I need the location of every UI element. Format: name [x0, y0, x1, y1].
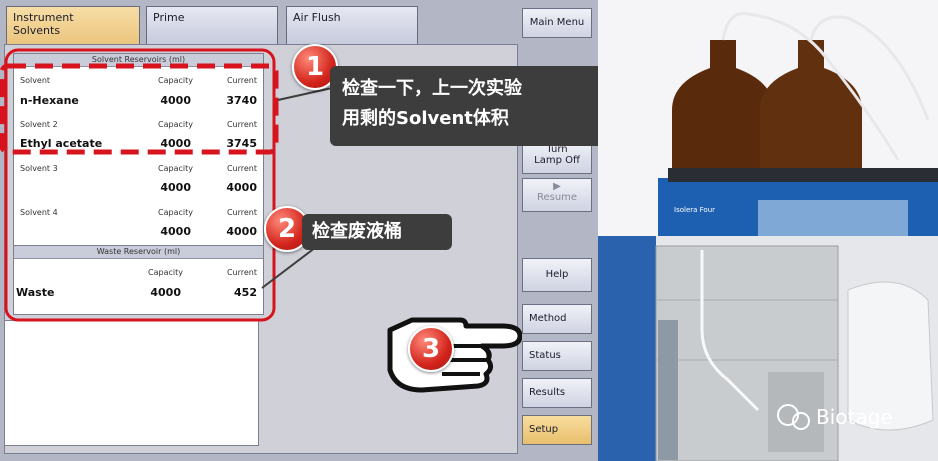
solvent-1-2-dashed-highlight [0, 63, 279, 155]
solvent-3-capacity-label: Capacity [158, 164, 193, 173]
step-1-text-line2: 用剩的Solvent体积 [342, 108, 509, 129]
step-2-badge: 2 [264, 206, 310, 252]
solvent-2-capacity-label: Capacity [158, 120, 193, 129]
resume-button[interactable]: ▶ Resume [522, 178, 592, 212]
solvent-4-capacity[interactable]: 4000 [160, 225, 191, 238]
callout-1-connector [277, 87, 333, 101]
instrument-label: Isolera Four [674, 206, 715, 214]
solvent-4-current-label: Current [226, 208, 257, 217]
setup-button[interactable]: Setup [522, 415, 592, 445]
method-button[interactable]: Method [522, 304, 592, 334]
solvent-4-current[interactable]: 4000 [226, 225, 257, 238]
empty-info-area [4, 320, 259, 446]
instrument-illustration: Isolera Four Biotage [598, 0, 938, 461]
tab-label: Prime [153, 11, 185, 24]
solvent-3-label: Solvent 3 [20, 164, 58, 173]
solvent-2-current-label: Current [226, 120, 257, 129]
resume-label: Resume [536, 192, 578, 203]
solvent-1-current-label: Current [226, 76, 257, 85]
solvent-4-capacity-label: Capacity [158, 208, 193, 217]
waste-name: Waste [16, 286, 55, 299]
waste-capacity[interactable]: 4000 [150, 286, 181, 299]
instrument-photo: Isolera Four Biotage [598, 0, 938, 461]
solvent-3-current-label: Current [226, 164, 257, 173]
tab-label-line1: Instrument [13, 11, 74, 24]
help-button[interactable]: Help [522, 258, 592, 292]
waste-reservoir-title: Waste Reservoir (ml) [14, 246, 263, 259]
solvent-2-capacity[interactable]: 4000 [160, 137, 191, 150]
tab-prime[interactable]: Prime [146, 6, 278, 44]
watermark: Biotage [816, 405, 893, 429]
lamp-label-line2: Lamp Off [534, 155, 580, 166]
step-3-badge: 3 [408, 326, 454, 372]
waste-current[interactable]: 452 [234, 286, 257, 299]
step-1-callout: 检查一下，上一次实验 用剩的Solvent体积 [330, 66, 612, 146]
solvent-3-capacity[interactable]: 4000 [160, 181, 191, 194]
solvent-1-current[interactable]: 3740 [226, 94, 257, 107]
step-2-callout: 检查废液桶 [302, 214, 452, 250]
solvent-2-name: Ethyl acetate [20, 137, 103, 150]
main-menu-button[interactable]: Main Menu [522, 8, 592, 38]
solvent-2-current[interactable]: 3745 [226, 137, 257, 150]
tab-instrument-solvents[interactable]: Instrument Solvents [6, 6, 140, 48]
solvent-2-label: Solvent 2 [20, 120, 58, 129]
results-button[interactable]: Results [522, 378, 592, 408]
play-icon: ▶ [553, 181, 561, 192]
waste-reservoir-group: Waste Reservoir (ml) Capacity Current Wa… [13, 245, 264, 315]
tab-label: Air Flush [293, 11, 341, 24]
solvent-3-current[interactable]: 4000 [226, 181, 257, 194]
tab-air-flush[interactable]: Air Flush [286, 6, 418, 44]
status-button[interactable]: Status [522, 341, 592, 371]
solvent-1-name: n-Hexane [20, 94, 79, 107]
step-1-text-line1: 检查一下，上一次实验 [342, 78, 522, 99]
solvent-reservoirs-highlight [4, 48, 276, 322]
step-1-badge: 1 [292, 44, 338, 90]
solvent-4-label: Solvent 4 [20, 208, 58, 217]
solvent-1-capacity-label: Capacity [158, 76, 193, 85]
solvent-1-label: Solvent [20, 76, 51, 85]
tab-label-line2: Solvents [13, 24, 61, 37]
solvent-1-capacity[interactable]: 4000 [160, 94, 191, 107]
waste-capacity-label: Capacity [148, 268, 183, 277]
lamp-label-line1: Turn [546, 144, 568, 155]
waste-current-label: Current [226, 268, 257, 277]
